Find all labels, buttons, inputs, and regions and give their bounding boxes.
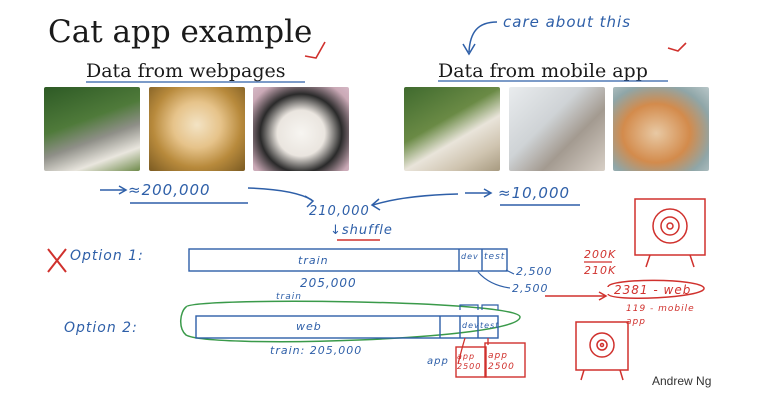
- option1-test-size: 2,500: [516, 265, 553, 278]
- option2-app-label: app: [427, 356, 449, 367]
- option1-train-label: train: [298, 254, 329, 267]
- total-count: 210,000: [309, 204, 370, 219]
- option2-train-size: train: 205,000: [270, 344, 363, 357]
- ratio-numerator: 200K: [584, 248, 617, 261]
- option2-app-test: app 2500: [488, 351, 515, 372]
- mobile-cat-photo-2: [509, 87, 605, 171]
- ratio-denominator: 210K: [584, 264, 617, 277]
- option2-web-label: web: [296, 320, 322, 333]
- target-sketch-top: [634, 198, 706, 268]
- mobile-cat-photo-1: [404, 87, 500, 171]
- option2-bar: [195, 315, 499, 339]
- webpages-header: Data from webpages: [86, 60, 286, 82]
- web-count: ≈200,000: [128, 181, 211, 199]
- option2-label: Option 2:: [64, 320, 138, 336]
- dev-mobile-count: 119 - mobile app: [626, 304, 695, 327]
- web-cat-photo-3: [253, 87, 349, 171]
- option2-app-dev: app 2500: [457, 352, 482, 371]
- web-cat-photo-1: [44, 87, 140, 171]
- option1-dev-size: 2,500: [512, 282, 549, 295]
- shuffle-note: ↓shuffle: [330, 223, 393, 238]
- web-cat-photo-2: [149, 87, 245, 171]
- option2-train-top-label: train: [276, 292, 302, 302]
- check-mark-mobile: [667, 42, 687, 52]
- option1-bar: [188, 248, 508, 272]
- care-about-this-note: care about this: [503, 13, 632, 31]
- app-count: ≈10,000: [498, 184, 571, 202]
- mobile-app-header: Data from mobile app: [438, 60, 648, 82]
- check-mark-webpages: [304, 41, 326, 59]
- shuffle-label: shuffle: [341, 223, 393, 238]
- option1-dev-label: dev: [461, 252, 479, 261]
- option2-dev-label: dev: [462, 321, 480, 330]
- care-arrow: [468, 21, 498, 53]
- mobile-cat-photo-3: [613, 87, 709, 171]
- option1-train-size: 205,000: [300, 276, 357, 290]
- option1-label: Option 1:: [70, 248, 144, 264]
- dev-composition-circle: [607, 279, 705, 300]
- option2-train-circle: [180, 300, 521, 343]
- author-credit: Andrew Ng: [652, 374, 712, 388]
- dev-web-count: 2381 - web: [614, 283, 692, 297]
- option1-test-label: test: [484, 252, 506, 262]
- slide-title: Cat app example: [48, 14, 313, 50]
- option2-test-label: test: [480, 321, 500, 330]
- target-sketch-bottom: [575, 321, 629, 381]
